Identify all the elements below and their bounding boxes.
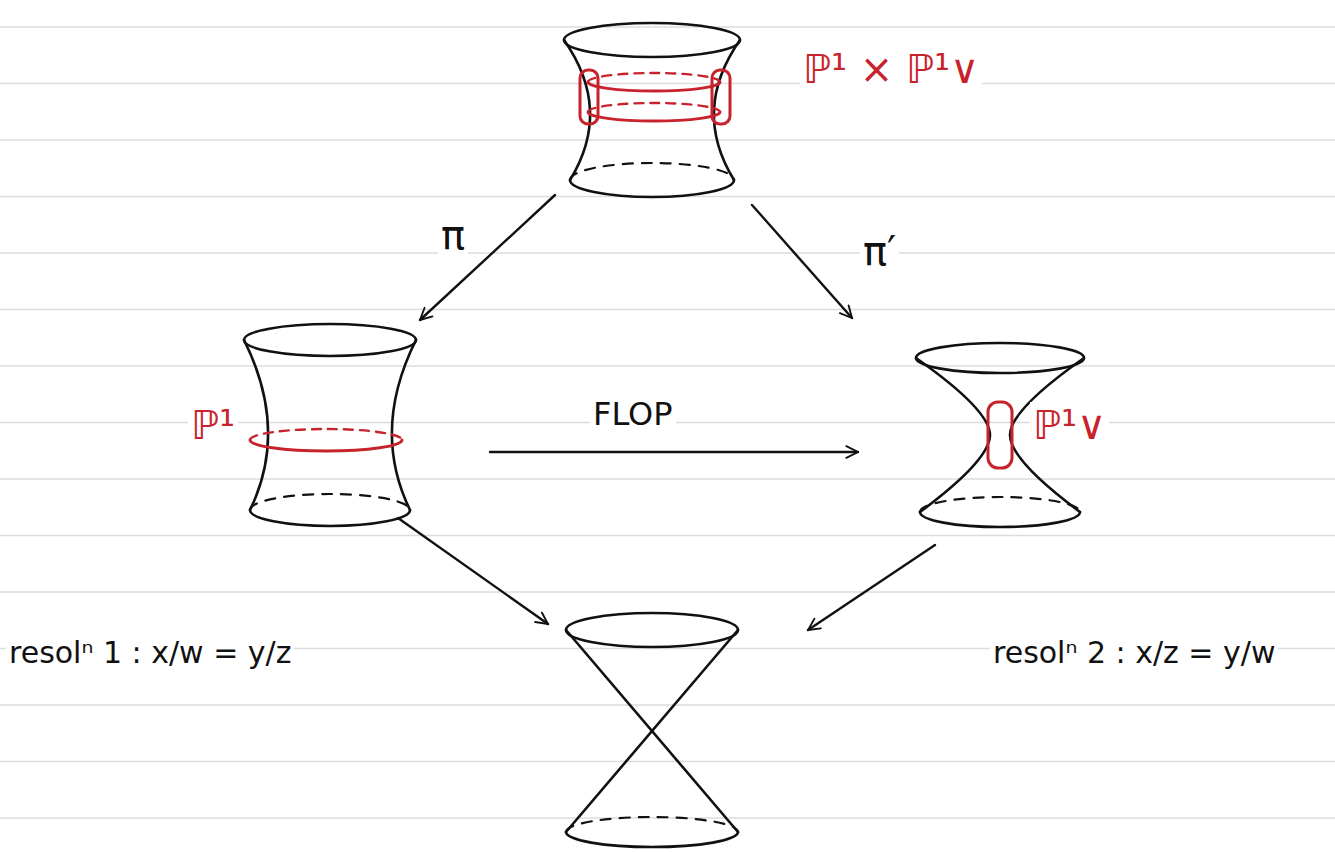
exceptional-band [712,70,730,124]
hyperboloid-bottom-hidden [250,494,410,510]
exceptional-curve [250,440,402,451]
exceptional-band [588,112,720,121]
ruled-line [0,591,1335,593]
exceptional-curve-hidden [250,429,402,440]
map-arrow [752,205,852,318]
map-label: π′ [860,228,899,274]
exceptional-band-hidden [588,73,720,82]
map-arrow [420,195,555,320]
hyperboloid-bottom [250,510,410,526]
cone-side [916,358,990,512]
curve-label: ℙ¹∨ [1030,402,1109,448]
cone-bottom [566,832,738,847]
map-arrow [490,451,858,453]
exceptional-band [580,70,598,124]
hyperboloid-bottom [570,180,734,197]
map-label: π [438,212,468,258]
cone-top [916,343,1084,373]
hyperboloid-side [244,340,268,510]
map-arrow [398,518,548,624]
hyperboloid-side [392,340,416,510]
ruled-lines [0,27,1335,818]
ruled-line [0,83,1335,85]
hyperboloid-bottom-hidden [570,163,734,180]
ruled-line [0,761,1335,763]
resolution-equation: resolⁿ 2 : x/z = y/w [990,636,1278,671]
hyperboloid-side [564,40,590,180]
exceptional-curve [988,402,1012,468]
cone-bottom-hidden [920,497,1080,512]
cone-side [566,630,738,832]
ruled-line [0,704,1335,706]
ruled-line [0,365,1335,367]
cone-bottom-hidden [566,817,738,832]
hyperboloid-top [244,324,416,356]
ruled-line [0,26,1335,28]
ruled-line [0,252,1335,254]
map-arrow [808,545,935,630]
resolution-equation: resolⁿ 1 : x/w = y/z [6,636,294,671]
ruled-line [0,478,1335,480]
ruled-line [0,309,1335,311]
exceptional-band [588,82,720,91]
ruled-line [0,139,1335,141]
cone-side [566,630,738,832]
cone-top [566,613,738,647]
exceptional-band-hidden [588,103,720,112]
hyperboloid-top [564,23,740,57]
curve-label: ℙ¹ [188,402,238,448]
ruled-line [0,535,1335,537]
flop-label: FLOP [590,396,676,433]
space-label: ℙ¹ × ℙ¹∨ [800,46,982,92]
cone-bottom [920,512,1080,527]
